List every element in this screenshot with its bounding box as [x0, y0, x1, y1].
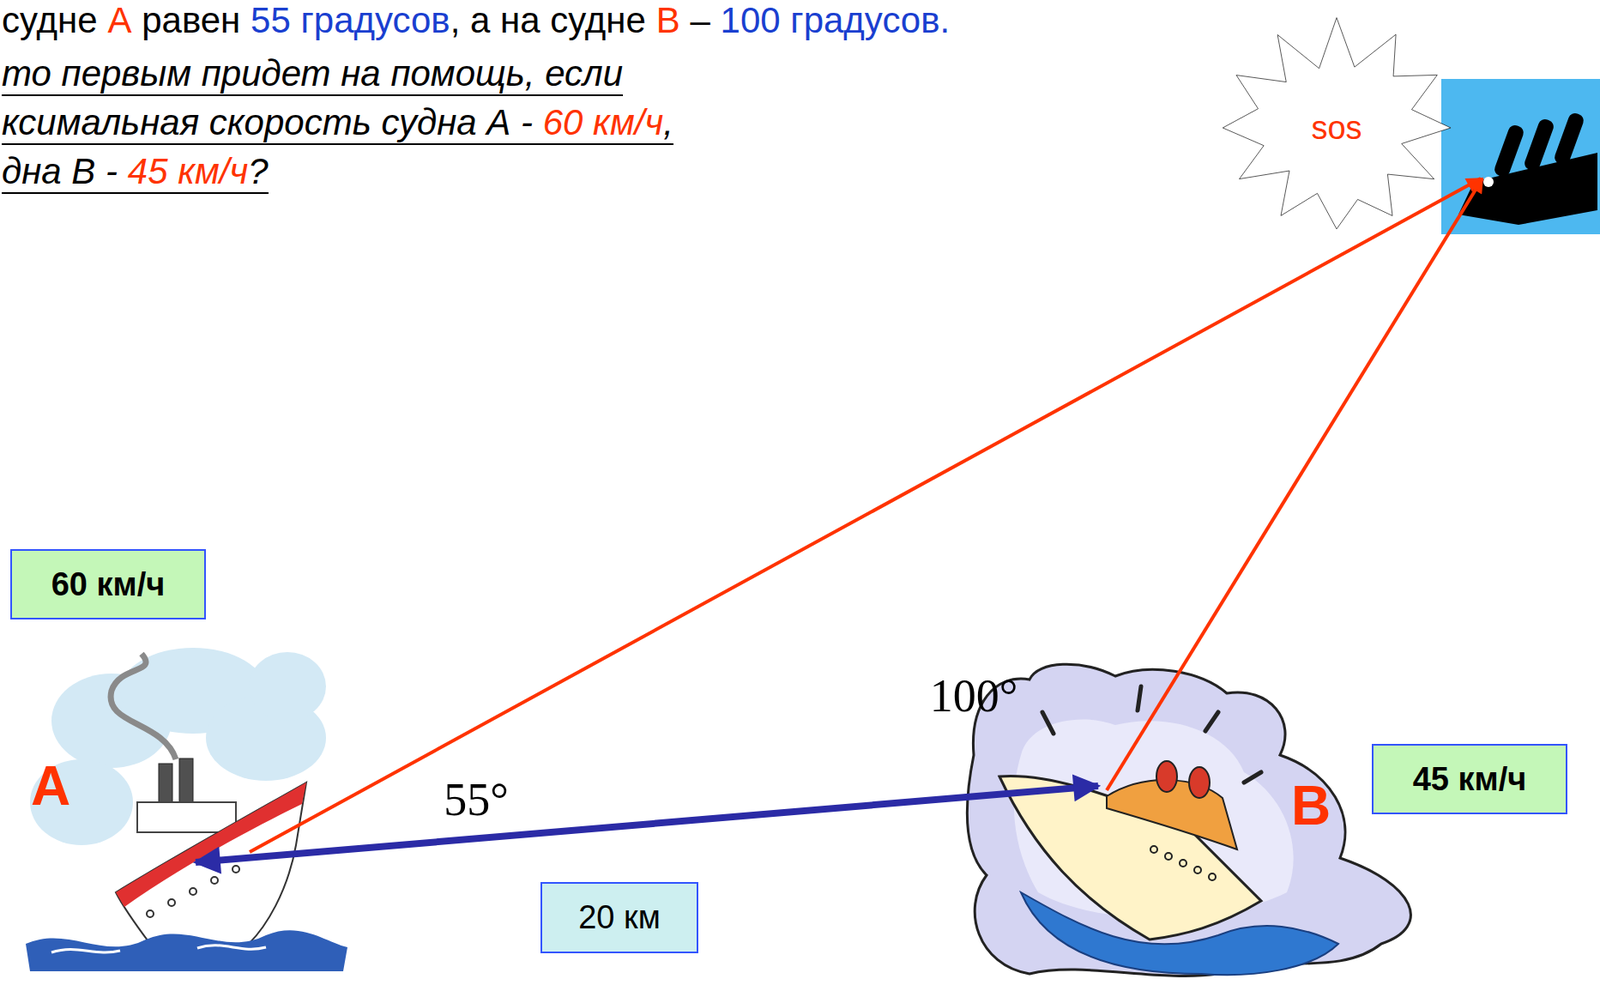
spray: [1042, 712, 1054, 734]
course-lines: [195, 178, 1483, 863]
question-text: равен: [141, 0, 241, 42]
porthole: [1208, 873, 1216, 881]
porthole: [1179, 859, 1187, 867]
distance-arrow: [195, 785, 1099, 863]
question-text: В: [656, 0, 681, 42]
funnel: [1156, 760, 1178, 792]
question-text: 55 градусов: [250, 0, 451, 42]
question-text: 45 км/ч: [127, 150, 248, 193]
question-line: дна В -45 км/ч?: [1, 150, 269, 194]
node-label: sos: [1310, 109, 1362, 147]
porthole: [168, 899, 176, 906]
speed-box: 45 км/ч: [1371, 743, 1568, 815]
ship-name: В: [1291, 775, 1331, 836]
course-line: [249, 178, 1481, 852]
spray-marks: [1042, 686, 1262, 783]
question-text: .: [940, 0, 951, 42]
question-text: дна В -: [1, 150, 118, 193]
splash: [966, 664, 1411, 976]
question-text: ?: [247, 150, 268, 193]
node-label: 45 км/ч: [1412, 760, 1528, 798]
spray: [1205, 712, 1219, 731]
speed-box: 60 км/ч: [10, 549, 206, 620]
starburst-shape: [1222, 18, 1451, 230]
question-text: судне: [1, 0, 98, 42]
sos-burst: sos: [1213, 15, 1461, 241]
question-text: 100 градусов: [720, 0, 941, 42]
ship-b: [966, 664, 1411, 976]
deckhouse: [137, 802, 236, 833]
question-text: ксимальная скорость судна А -: [1, 102, 533, 144]
question-line: ксимальная скорость судна А -60 км/ч,: [1, 102, 674, 145]
funnel: [1492, 123, 1526, 179]
smoke: [110, 653, 176, 760]
waves: [25, 929, 348, 972]
question-text: 60 км/ч: [543, 102, 664, 144]
porthole: [1165, 852, 1172, 860]
funnel: [1522, 117, 1556, 173]
funnel: [1552, 111, 1586, 167]
angle-label: 100°: [929, 670, 1019, 722]
sea-square: [1441, 78, 1600, 235]
spray: [1243, 772, 1262, 783]
node-label: 20 км: [578, 899, 661, 936]
angle-label: 55°: [443, 774, 509, 826]
question-line: то первым придет на помощь, если: [1, 53, 623, 97]
funnel: [179, 758, 194, 809]
ship-a: [25, 647, 348, 972]
porthole: [146, 910, 154, 918]
portholes: [1150, 845, 1216, 881]
hull-stripe: [115, 782, 307, 907]
question-text: то первым придет на помощь, если: [1, 53, 623, 95]
ship-name: А: [30, 755, 71, 816]
distance-box: 20 км: [540, 881, 699, 954]
spray: [1137, 686, 1142, 711]
cloud: [248, 652, 327, 721]
course-line: [1106, 178, 1483, 791]
porthole: [232, 865, 240, 873]
porthole: [1150, 845, 1158, 853]
node-label: 60 км/ч: [51, 566, 166, 604]
question-text: –: [689, 0, 710, 42]
funnel: [1189, 766, 1210, 798]
question-text: А: [107, 0, 132, 42]
question-text: ,: [663, 102, 674, 144]
wave: [1020, 892, 1339, 975]
porthole: [1194, 866, 1202, 874]
sinking-ship: [1441, 78, 1600, 235]
foam: [51, 945, 266, 953]
question-line: суднеАравен55 градусов, а на суднеВ–100 …: [1, 0, 950, 42]
porthole: [189, 887, 197, 895]
porthole: [211, 876, 218, 884]
portholes: [146, 865, 240, 918]
question-text: , а на судне: [450, 0, 647, 42]
porthole: [1483, 176, 1494, 188]
